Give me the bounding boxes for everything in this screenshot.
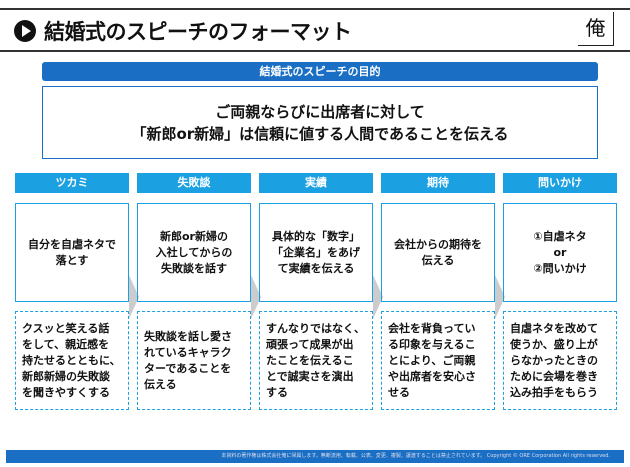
column-main: 具体的な「数字」 「企業名」をあげ て実績を伝える [259,203,373,302]
column-main: ①自虐ネタ or ②問いかけ [503,203,617,302]
column-description: クスッと笑える話 をして、親近感を 持たせるとともに、 新郎新婦の失敗談 を聞き… [15,311,129,410]
column-achievements: 実績 具体的な「数字」 「企業名」をあげ て実績を伝える すんなりではなく、 頑… [259,173,373,410]
column-expectation: 期待 会社からの期待を 伝える 会社を背負ってい る印象を与えるこ とにより、ご… [381,173,495,410]
column-question: 問いかけ ①自虐ネタ or ②問いかけ 自虐ネタを改めて 使うか、盛り上が らな… [503,173,617,410]
column-header: ツカミ [15,173,129,193]
column-description: 会社を背負ってい る印象を与えるこ とにより、ご両親 や出席者を安心さ せる [381,311,495,410]
column-tsukami: ツカミ 自分を自虐ネタで 落とす クスッと笑える話 をして、親近感を 持たせると… [15,173,129,410]
column-main: 新郎or新婦の 入社してからの 失敗談を話す [137,203,251,302]
chevron-right-icon [373,275,383,319]
column-description: 失敗談を話し愛さ れているキャラク ターであることを 伝える [137,311,251,410]
column-description: すんなりではなく、 頑張って成果が出 たことを伝えるこ とで誠実さを演出 する [259,311,373,410]
title-divider [0,50,630,52]
column-header: 失敗談 [137,173,251,193]
column-main: 自分を自虐ネタで 落とす [15,203,129,302]
column-main: 会社からの期待を 伝える [381,203,495,302]
top-divider [0,8,630,10]
column-header: 実績 [259,173,373,193]
page-title: 結婚式のスピーチのフォーマット [14,16,352,46]
purpose-text: ご両親ならびに出席者に対して 「新郎or新婦」は信頼に値する人間であることを伝え… [42,86,598,159]
chevron-right-icon [129,275,139,319]
column-failure-story: 失敗談 新郎or新婦の 入社してからの 失敗談を話す 失敗談を話し愛さ れている… [137,173,251,410]
purpose-label: 結婚式のスピーチの目的 [42,62,598,81]
chevron-right-icon [251,275,261,319]
play-icon [14,20,36,42]
chevron-right-icon [495,275,505,319]
column-description: 自虐ネタを改めて 使うか、盛り上が らなかったときの ために会場を巻き 込み拍手… [503,311,617,410]
copyright-footer: 本資料の著作権は株式会社俺に帰属します。無断流用、転載、公表、変更、複製、譲渡す… [6,450,624,463]
column-header: 問いかけ [503,173,617,193]
company-logo: 俺 [578,12,614,46]
column-header: 期待 [381,173,495,193]
page-title-text: 結婚式のスピーチのフォーマット [44,20,352,44]
